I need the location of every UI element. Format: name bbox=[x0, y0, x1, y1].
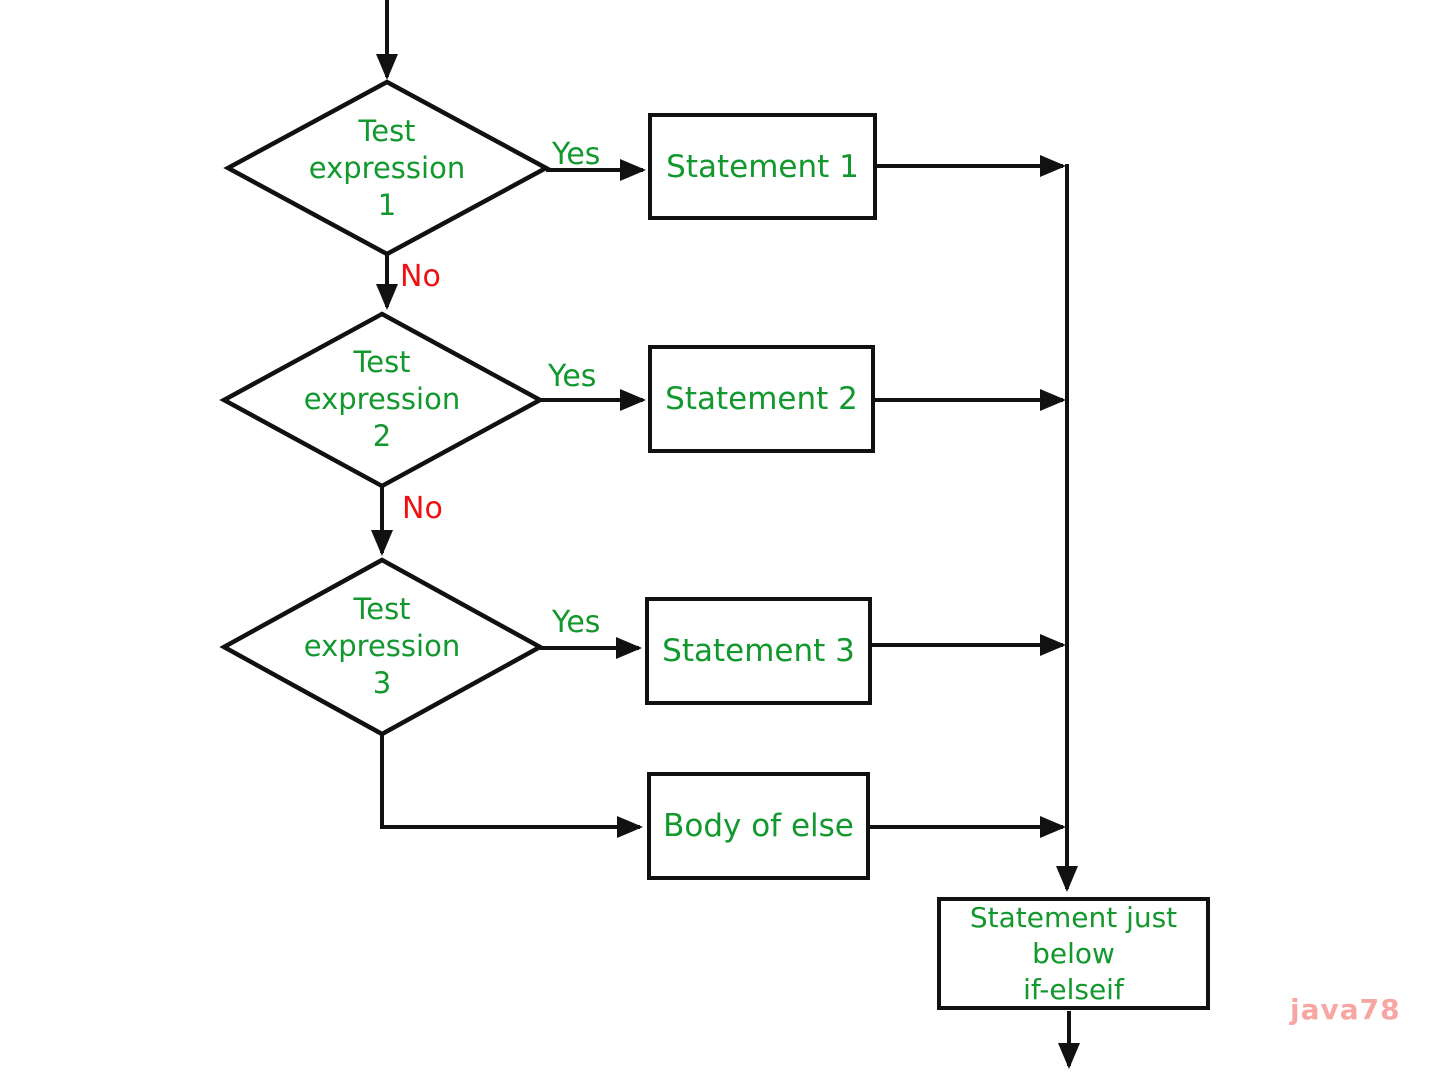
decision-label-test-2: Test expression 2 bbox=[277, 344, 487, 455]
process-box-body-of-else bbox=[647, 772, 870, 880]
decision-label-test-1: Test expression 1 bbox=[282, 113, 492, 224]
decision-2-line-2: expression bbox=[303, 382, 461, 416]
statement-below-line-3: if-elseif bbox=[1023, 972, 1124, 1006]
process-box-statement-1 bbox=[648, 113, 877, 220]
process-label-body-of-else: Body of else bbox=[663, 808, 854, 844]
process-label-statement-1: Statement 1 bbox=[666, 148, 859, 185]
decision-1-line-1: Test bbox=[358, 114, 416, 148]
yes-label-3: Yes bbox=[552, 605, 601, 640]
process-label-statement-below: Statement just below if-elseif bbox=[937, 897, 1210, 1010]
watermark-java78: java78 bbox=[1290, 993, 1401, 1026]
decision-3-line-1: Test bbox=[353, 592, 411, 626]
else-arrow bbox=[380, 734, 643, 838]
statement-below-line-2: below bbox=[1032, 936, 1115, 970]
statement-below-line-1: Statement just bbox=[969, 900, 1178, 934]
yes-label-1: Yes bbox=[552, 137, 601, 172]
yes-label-2: Yes bbox=[548, 359, 597, 394]
no-label-2: No bbox=[402, 491, 443, 526]
decision-1-line-3: 1 bbox=[377, 188, 397, 222]
process-label-statement-3: Statement 3 bbox=[662, 633, 855, 669]
process-box-statement-below bbox=[937, 897, 1210, 1010]
process-label-statement-2: Statement 2 bbox=[665, 381, 858, 417]
decision-3-line-2: expression bbox=[303, 629, 461, 663]
process-box-statement-3 bbox=[645, 597, 872, 705]
decision-3-line-3: 3 bbox=[372, 666, 392, 700]
decision-label-test-3: Test expression 3 bbox=[277, 591, 487, 702]
decision-1-line-2: expression bbox=[308, 151, 466, 185]
decision-2-line-1: Test bbox=[353, 345, 411, 379]
no-label-1: No bbox=[400, 259, 441, 294]
decision-2-line-3: 2 bbox=[372, 419, 392, 453]
process-box-statement-2 bbox=[648, 345, 875, 453]
